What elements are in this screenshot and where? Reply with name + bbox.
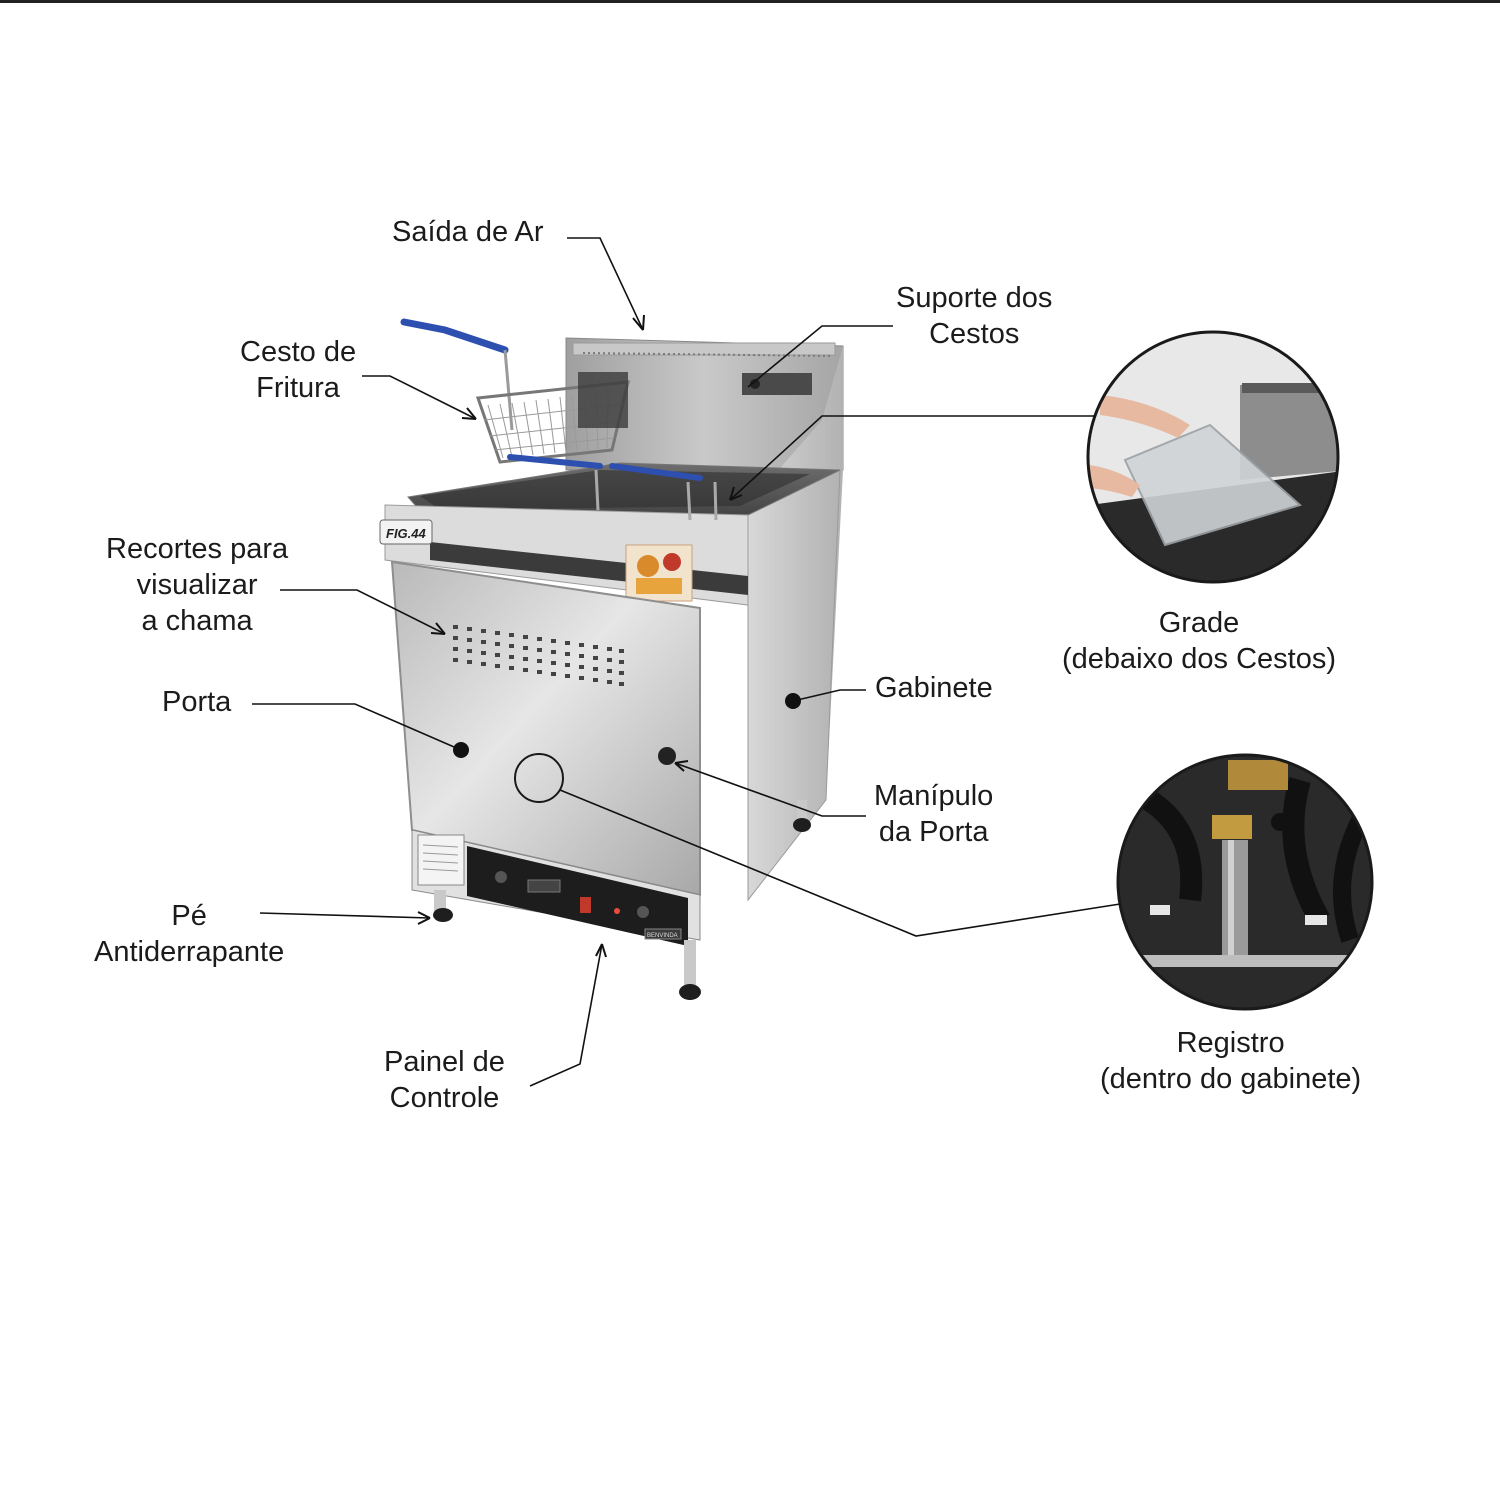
registro-marker xyxy=(514,753,564,803)
label-manipulo-line2: da Porta xyxy=(878,816,989,848)
label-pe-line2: Antiderrapante xyxy=(94,936,285,968)
label-cesto-de-fritura: Cesto de Fritura xyxy=(240,334,356,406)
label-recortes-line2: visualizar xyxy=(136,569,258,601)
label-suporte-dos-cestos: Suporte dos Cestos xyxy=(896,280,1052,352)
label-cesto-line2: Fritura xyxy=(256,372,340,404)
label-registro-line2: (dentro do gabinete) xyxy=(1100,1063,1362,1095)
label-suporte-line1: Suporte dos xyxy=(896,282,1053,314)
model-badge-text: FIG.44 xyxy=(386,526,427,541)
label-porta: Porta xyxy=(162,684,231,720)
label-grade: Grade (debaixo dos Cestos) xyxy=(1062,605,1336,677)
fryer: FIG.44 xyxy=(379,318,844,1000)
label-manipulo: Manípulo da Porta xyxy=(874,778,993,850)
leader-lines xyxy=(252,237,1121,1087)
label-pe-antiderrapante: Pé Antiderrapante xyxy=(94,898,284,970)
label-porta-text: Porta xyxy=(162,686,232,718)
top-border xyxy=(0,0,1500,3)
label-registro-line1: Registro xyxy=(1176,1027,1285,1059)
label-recortes-line3: a chama xyxy=(141,605,253,637)
flame-view-slots xyxy=(453,625,624,686)
label-manipulo-line1: Manípulo xyxy=(874,780,994,812)
label-registro: Registro (dentro do gabinete) xyxy=(1100,1025,1361,1097)
label-gabinete-text: Gabinete xyxy=(875,672,993,704)
label-pe-line1: Pé xyxy=(171,900,207,932)
label-painel-de-controle: Painel de Controle xyxy=(384,1044,505,1116)
label-painel-line2: Controle xyxy=(389,1082,500,1114)
label-painel-line1: Painel de xyxy=(384,1046,505,1078)
label-recortes-line1: Recortes para xyxy=(106,533,289,565)
frying-basket xyxy=(400,318,718,521)
label-saida-de-ar-text: Saída de Ar xyxy=(392,216,544,248)
door-handle xyxy=(658,747,676,765)
control-panel xyxy=(467,846,688,946)
label-gabinete: Gabinete xyxy=(875,670,993,706)
label-grade-line2: (debaixo dos Cestos) xyxy=(1062,643,1337,675)
grade-inset xyxy=(1086,330,1340,584)
registro-inset xyxy=(1116,753,1374,1011)
label-saida-de-ar: Saída de Ar xyxy=(392,214,544,250)
label-grade-line1: Grade xyxy=(1158,607,1240,639)
label-suporte-line2: Cestos xyxy=(929,318,1020,350)
label-cesto-line1: Cesto de xyxy=(240,336,357,368)
label-recortes: Recortes para visualizar a chama xyxy=(106,531,288,639)
brand-plate-text: BENVINDA xyxy=(647,933,678,939)
